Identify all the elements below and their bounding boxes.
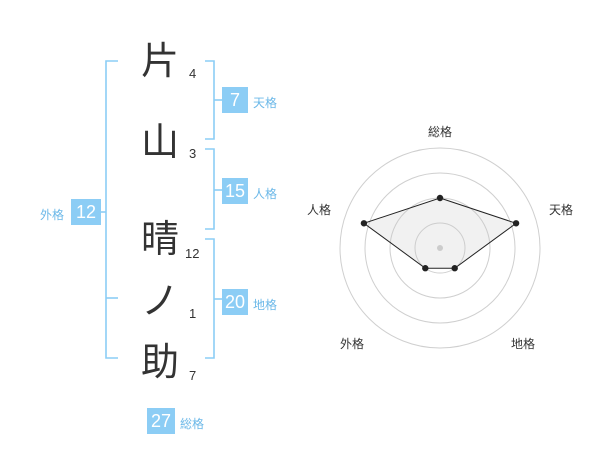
tenkaku-value: 7 bbox=[222, 87, 248, 113]
radar-series-area bbox=[362, 197, 518, 269]
radar-point-0 bbox=[436, 194, 444, 202]
name-char-5: 助 bbox=[140, 340, 179, 384]
gaikaku-label: 外格 bbox=[40, 208, 65, 222]
jinkaku-label: 人格 bbox=[253, 187, 278, 201]
radar-point-2 bbox=[451, 265, 458, 272]
soukaku-value: 27 bbox=[147, 408, 175, 434]
radar-center bbox=[437, 245, 443, 251]
stroke-count-3: 12 bbox=[185, 246, 200, 261]
outer-bracket bbox=[105, 60, 118, 359]
gaikaku-value: 12 bbox=[71, 199, 101, 225]
chikaku-label: 地格 bbox=[253, 298, 278, 312]
name-char-1: 片 bbox=[140, 39, 179, 83]
jinkaku-bracket bbox=[205, 148, 215, 230]
tenkaku-label: 天格 bbox=[253, 96, 278, 110]
radar-axis-label-gaikaku: 外格 bbox=[340, 337, 365, 351]
radar-ring bbox=[364, 172, 516, 324]
stroke-count-4: 1 bbox=[189, 306, 197, 321]
stroke-count-1: 4 bbox=[189, 66, 197, 81]
radar-point-3 bbox=[422, 265, 429, 272]
radar-ring bbox=[339, 147, 541, 349]
radar-point-4 bbox=[360, 220, 368, 227]
radar-axis-label-jinkaku: 人格 bbox=[307, 203, 332, 217]
name-char-3: 晴 bbox=[140, 217, 179, 261]
radar-axis-label-chikaku: 地格 bbox=[511, 337, 536, 351]
stroke-count-2: 3 bbox=[189, 146, 197, 161]
chikaku-value: 20 bbox=[222, 289, 248, 315]
jinkaku-value: 15 bbox=[222, 178, 248, 204]
radar-axis-label-tenkaku: 天格 bbox=[549, 203, 574, 217]
radar-point-1 bbox=[512, 220, 520, 227]
soukaku-label: 総格 bbox=[180, 417, 205, 431]
name-char-4: ノ bbox=[140, 279, 179, 323]
radar-axis-label-soukaku: 総格 bbox=[428, 125, 453, 139]
stroke-count-5: 7 bbox=[189, 368, 197, 383]
radar-ring bbox=[414, 222, 466, 274]
name-char-2: 山 bbox=[140, 120, 179, 164]
